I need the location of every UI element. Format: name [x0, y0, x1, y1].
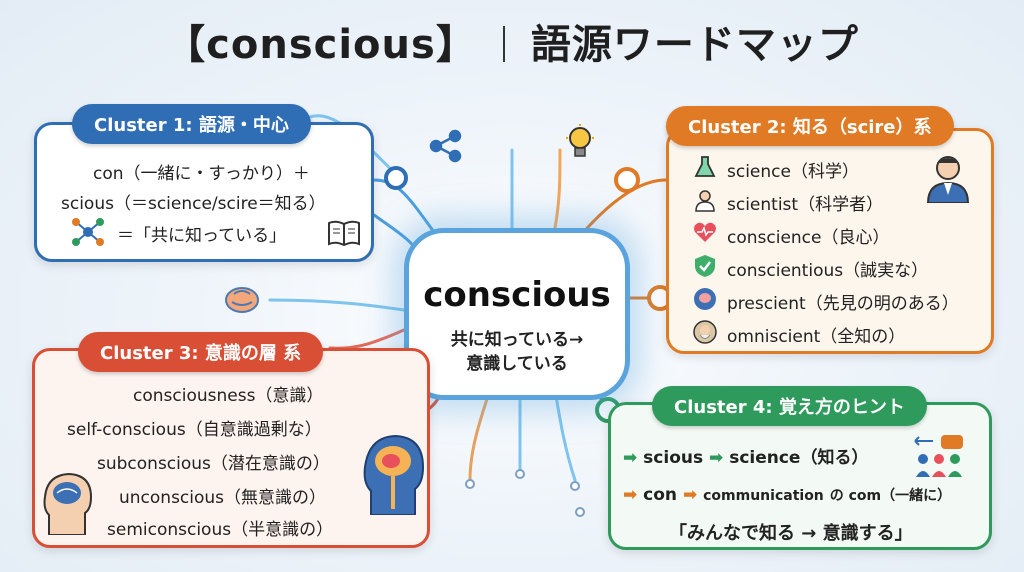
- circuit-dot-1: [465, 479, 475, 489]
- cluster1-label: Cluster 1: 語源・中心: [72, 104, 311, 144]
- circuit-dot-4: [575, 507, 585, 517]
- center-meaning-line2: 意識している: [466, 354, 568, 374]
- sage-icon: [693, 320, 717, 348]
- cluster1-line2: scious（＝science/scire＝知る）: [61, 194, 326, 214]
- cluster2-card: science（科学） scientist（科学者） conscience（良心…: [666, 128, 994, 354]
- link-c3-c: [268, 298, 406, 312]
- scientist-icon: [693, 188, 717, 216]
- cluster2-item-5: prescient（先見の明のある）: [727, 294, 959, 314]
- hint2-word: communication: [703, 488, 824, 504]
- cluster2-item-6: omniscient（全知の）: [727, 327, 906, 347]
- cluster3-item-2: self-conscious（自意識過剰な）: [67, 420, 322, 440]
- share-nodes-icon: [428, 128, 464, 168]
- hint2-prefix: con: [643, 485, 678, 505]
- cluster3-card: consciousness（意識） self-conscious（自意識過剰な）…: [32, 348, 430, 548]
- center-node: conscious 共に知っている→ 意識している: [404, 228, 630, 400]
- head-brain-small-icon: [41, 469, 95, 539]
- arrow-right-icon: ➡: [623, 485, 638, 505]
- cluster3-item-4: unconscious（無意識の）: [119, 488, 327, 508]
- cluster3-item-5: semiconscious（半意識の）: [107, 520, 334, 540]
- hint1-row: ➡ scious ➡ science（知る）: [623, 443, 868, 468]
- lightbulb-icon: [566, 124, 594, 168]
- hint1-prefix: scious: [643, 448, 704, 468]
- link-bottom-c: [553, 388, 577, 482]
- title-divider: [502, 26, 505, 62]
- link-bottom-b: [468, 388, 492, 482]
- node-c1-a: [384, 166, 408, 190]
- hint2-meaning: の com（一緒に）: [829, 488, 952, 504]
- cluster3-item-3: subconscious（潜在意識の）: [97, 454, 330, 474]
- arrow-right-icon: ➡: [709, 448, 724, 468]
- title-subtitle: 語源ワードマップ: [530, 22, 859, 68]
- people-talk-icon: [911, 433, 967, 481]
- circuit-dot-3: [570, 481, 580, 491]
- arrow-right-icon: ➡: [623, 448, 638, 468]
- link-c3-b: [328, 328, 406, 350]
- hint1-target: science（知る）: [729, 448, 869, 468]
- arrow-right-icon: ➡: [682, 485, 698, 505]
- book-icon: [327, 219, 361, 251]
- page-title: 【conscious】 語源ワードマップ: [0, 12, 1024, 70]
- cluster2-item-1: science（科学）: [727, 162, 859, 182]
- title-word: 【conscious】: [165, 22, 477, 68]
- network-nodes-icon: [71, 217, 105, 251]
- node-c2-a: [614, 167, 640, 193]
- cluster2-item-2: scientist（科学者）: [727, 195, 884, 215]
- cluster1-line3: ＝「共に知っている」: [117, 226, 287, 246]
- cluster4-label: Cluster 4: 覚え方のヒント: [652, 386, 927, 426]
- hint2-row: ➡ con ➡ communication の com（一緒に）: [623, 485, 951, 505]
- brain-network-icon: [222, 284, 262, 322]
- hint3-row: 「みんなで知る → 意識する」: [669, 523, 913, 544]
- cluster2-item-4: conscientious（誠実な）: [727, 261, 929, 281]
- center-meaning-line1: 共に知っている→: [450, 330, 584, 350]
- cluster3-label: Cluster 3: 意識の層 系: [78, 332, 324, 372]
- cluster2-label: Cluster 2: 知る（scire）系: [666, 106, 954, 146]
- cluster2-item-3: conscience（良心）: [727, 228, 890, 248]
- cluster1-card: con（一緒に・すっかり）＋ scious（＝science/scire＝知る）…: [34, 122, 374, 262]
- circuit-dot-2: [515, 469, 525, 479]
- heart-icon: [693, 221, 717, 247]
- flask-icon: [693, 155, 717, 183]
- professor-icon: [925, 153, 971, 207]
- cluster3-item-1: consciousness（意識）: [133, 386, 324, 406]
- link-c1-a: [372, 178, 442, 242]
- brain-icon: [693, 287, 717, 315]
- shield-check-icon: [693, 254, 717, 282]
- cluster1-line1: con（一緒に・すっかり）＋: [93, 164, 310, 184]
- center-word: conscious: [423, 275, 611, 315]
- link-c2-c: [553, 148, 562, 230]
- head-brain-large-icon: [361, 431, 427, 519]
